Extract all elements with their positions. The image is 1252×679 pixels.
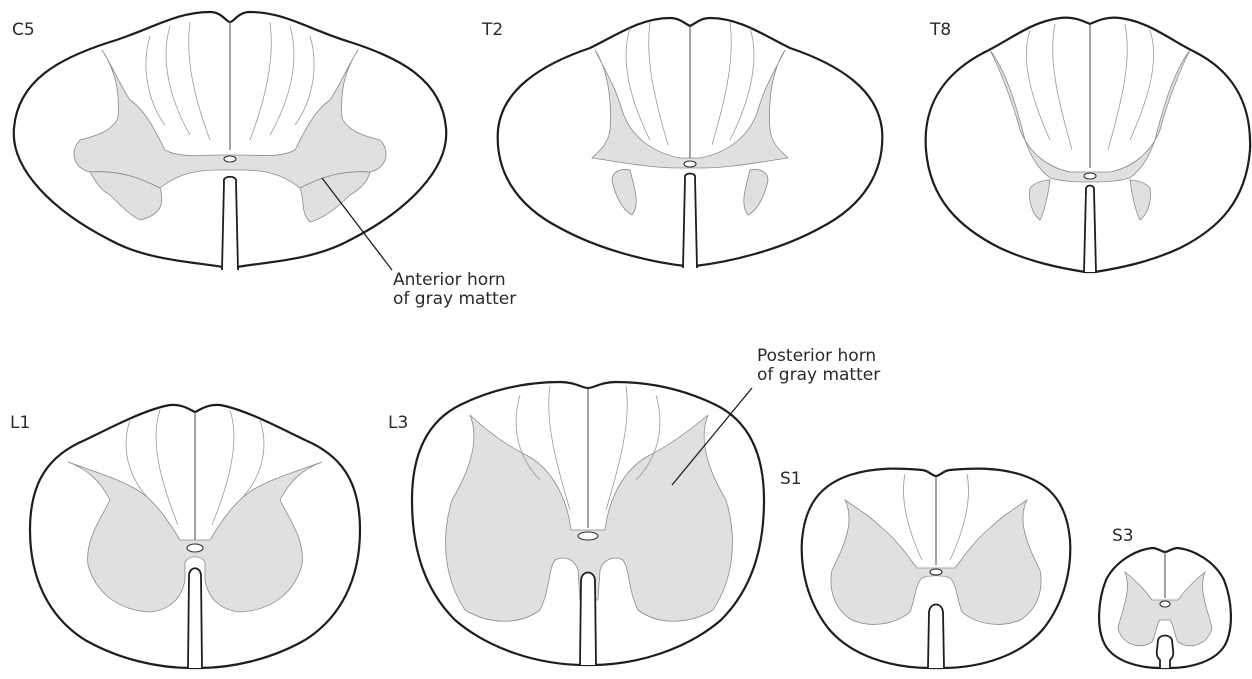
segment-label-s1: S1 xyxy=(780,470,802,489)
s3-central-canal xyxy=(1160,601,1170,607)
segment-label-c5: C5 xyxy=(12,21,35,40)
anterior-horn-line1: Anterior horn xyxy=(393,271,516,290)
section-t2 xyxy=(498,18,883,268)
s3-anterior-fissure xyxy=(1157,636,1174,669)
t2-central-canal xyxy=(684,161,696,167)
posterior-horn-line1: Posterior horn xyxy=(757,347,880,366)
t8-anterior-fissure xyxy=(1084,186,1096,273)
l3-anterior-fissure xyxy=(580,573,596,666)
posterior-horn-line2: of gray matter xyxy=(757,366,880,385)
c5-central-canal xyxy=(224,156,236,162)
l1-anterior-fissure xyxy=(188,568,202,668)
segment-label-t2: T2 xyxy=(482,21,503,40)
segment-label-l3: L3 xyxy=(388,414,408,433)
section-l1 xyxy=(30,405,360,668)
s1-anterior-fissure xyxy=(928,605,944,669)
t8-central-canal xyxy=(1084,173,1096,179)
c5-anterior-fissure xyxy=(222,177,238,270)
anterior-horn-annotation: Anterior horn of gray matter xyxy=(393,271,516,309)
l1-central-canal xyxy=(187,544,203,552)
section-t8 xyxy=(926,18,1251,272)
segment-label-s3: S3 xyxy=(1112,527,1134,546)
segment-label-t8: T8 xyxy=(930,21,951,40)
section-l3 xyxy=(412,382,764,665)
t2-anterior-fissure xyxy=(683,174,697,269)
s1-central-canal xyxy=(930,569,942,575)
section-s3 xyxy=(1099,548,1231,668)
posterior-horn-annotation: Posterior horn of gray matter xyxy=(757,347,880,385)
section-s1 xyxy=(802,469,1071,668)
section-c5 xyxy=(14,12,446,270)
segment-label-l1: L1 xyxy=(10,414,30,433)
anterior-horn-line2: of gray matter xyxy=(393,290,516,309)
l3-central-canal xyxy=(578,532,598,540)
